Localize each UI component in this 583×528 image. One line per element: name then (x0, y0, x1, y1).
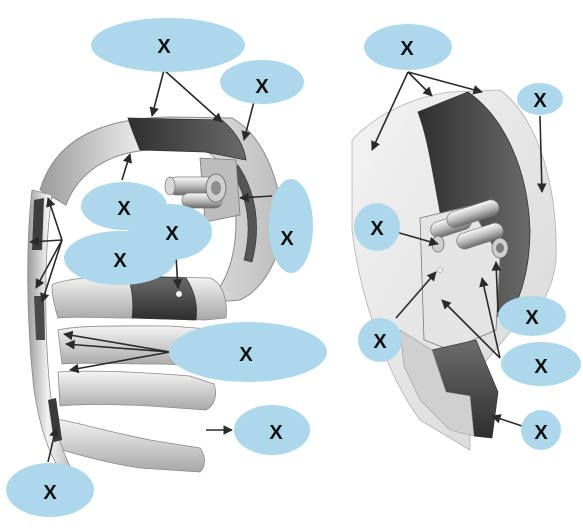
label-right-right-lower: X (526, 357, 556, 377)
right-assembly (352, 90, 556, 450)
label-left-center: X (157, 224, 187, 244)
label-right-lower-left: X (365, 332, 395, 352)
label-right-bottom-right: X (526, 423, 556, 443)
label-left-center-upper: X (109, 199, 139, 219)
label-right-left: X (362, 219, 392, 239)
label-left-bottom-left: X (35, 483, 65, 503)
label-left-bottom-right: X (261, 423, 291, 443)
label-left-upper-right: X (247, 77, 277, 97)
callout-left-right (269, 179, 313, 273)
label-left-lower-right: X (231, 345, 261, 365)
lower-band-3 (48, 418, 205, 472)
label-right-top: X (392, 39, 422, 59)
pipe-cluster (165, 174, 226, 208)
label-right-upper-right: X (525, 91, 555, 111)
label-left-top: X (149, 37, 179, 57)
lower-band-2 (58, 371, 216, 410)
label-left-right: X (272, 229, 302, 249)
label-right-right-middle: X (517, 308, 547, 328)
middle-hole (176, 291, 182, 297)
label-left-center-left: X (105, 251, 135, 271)
